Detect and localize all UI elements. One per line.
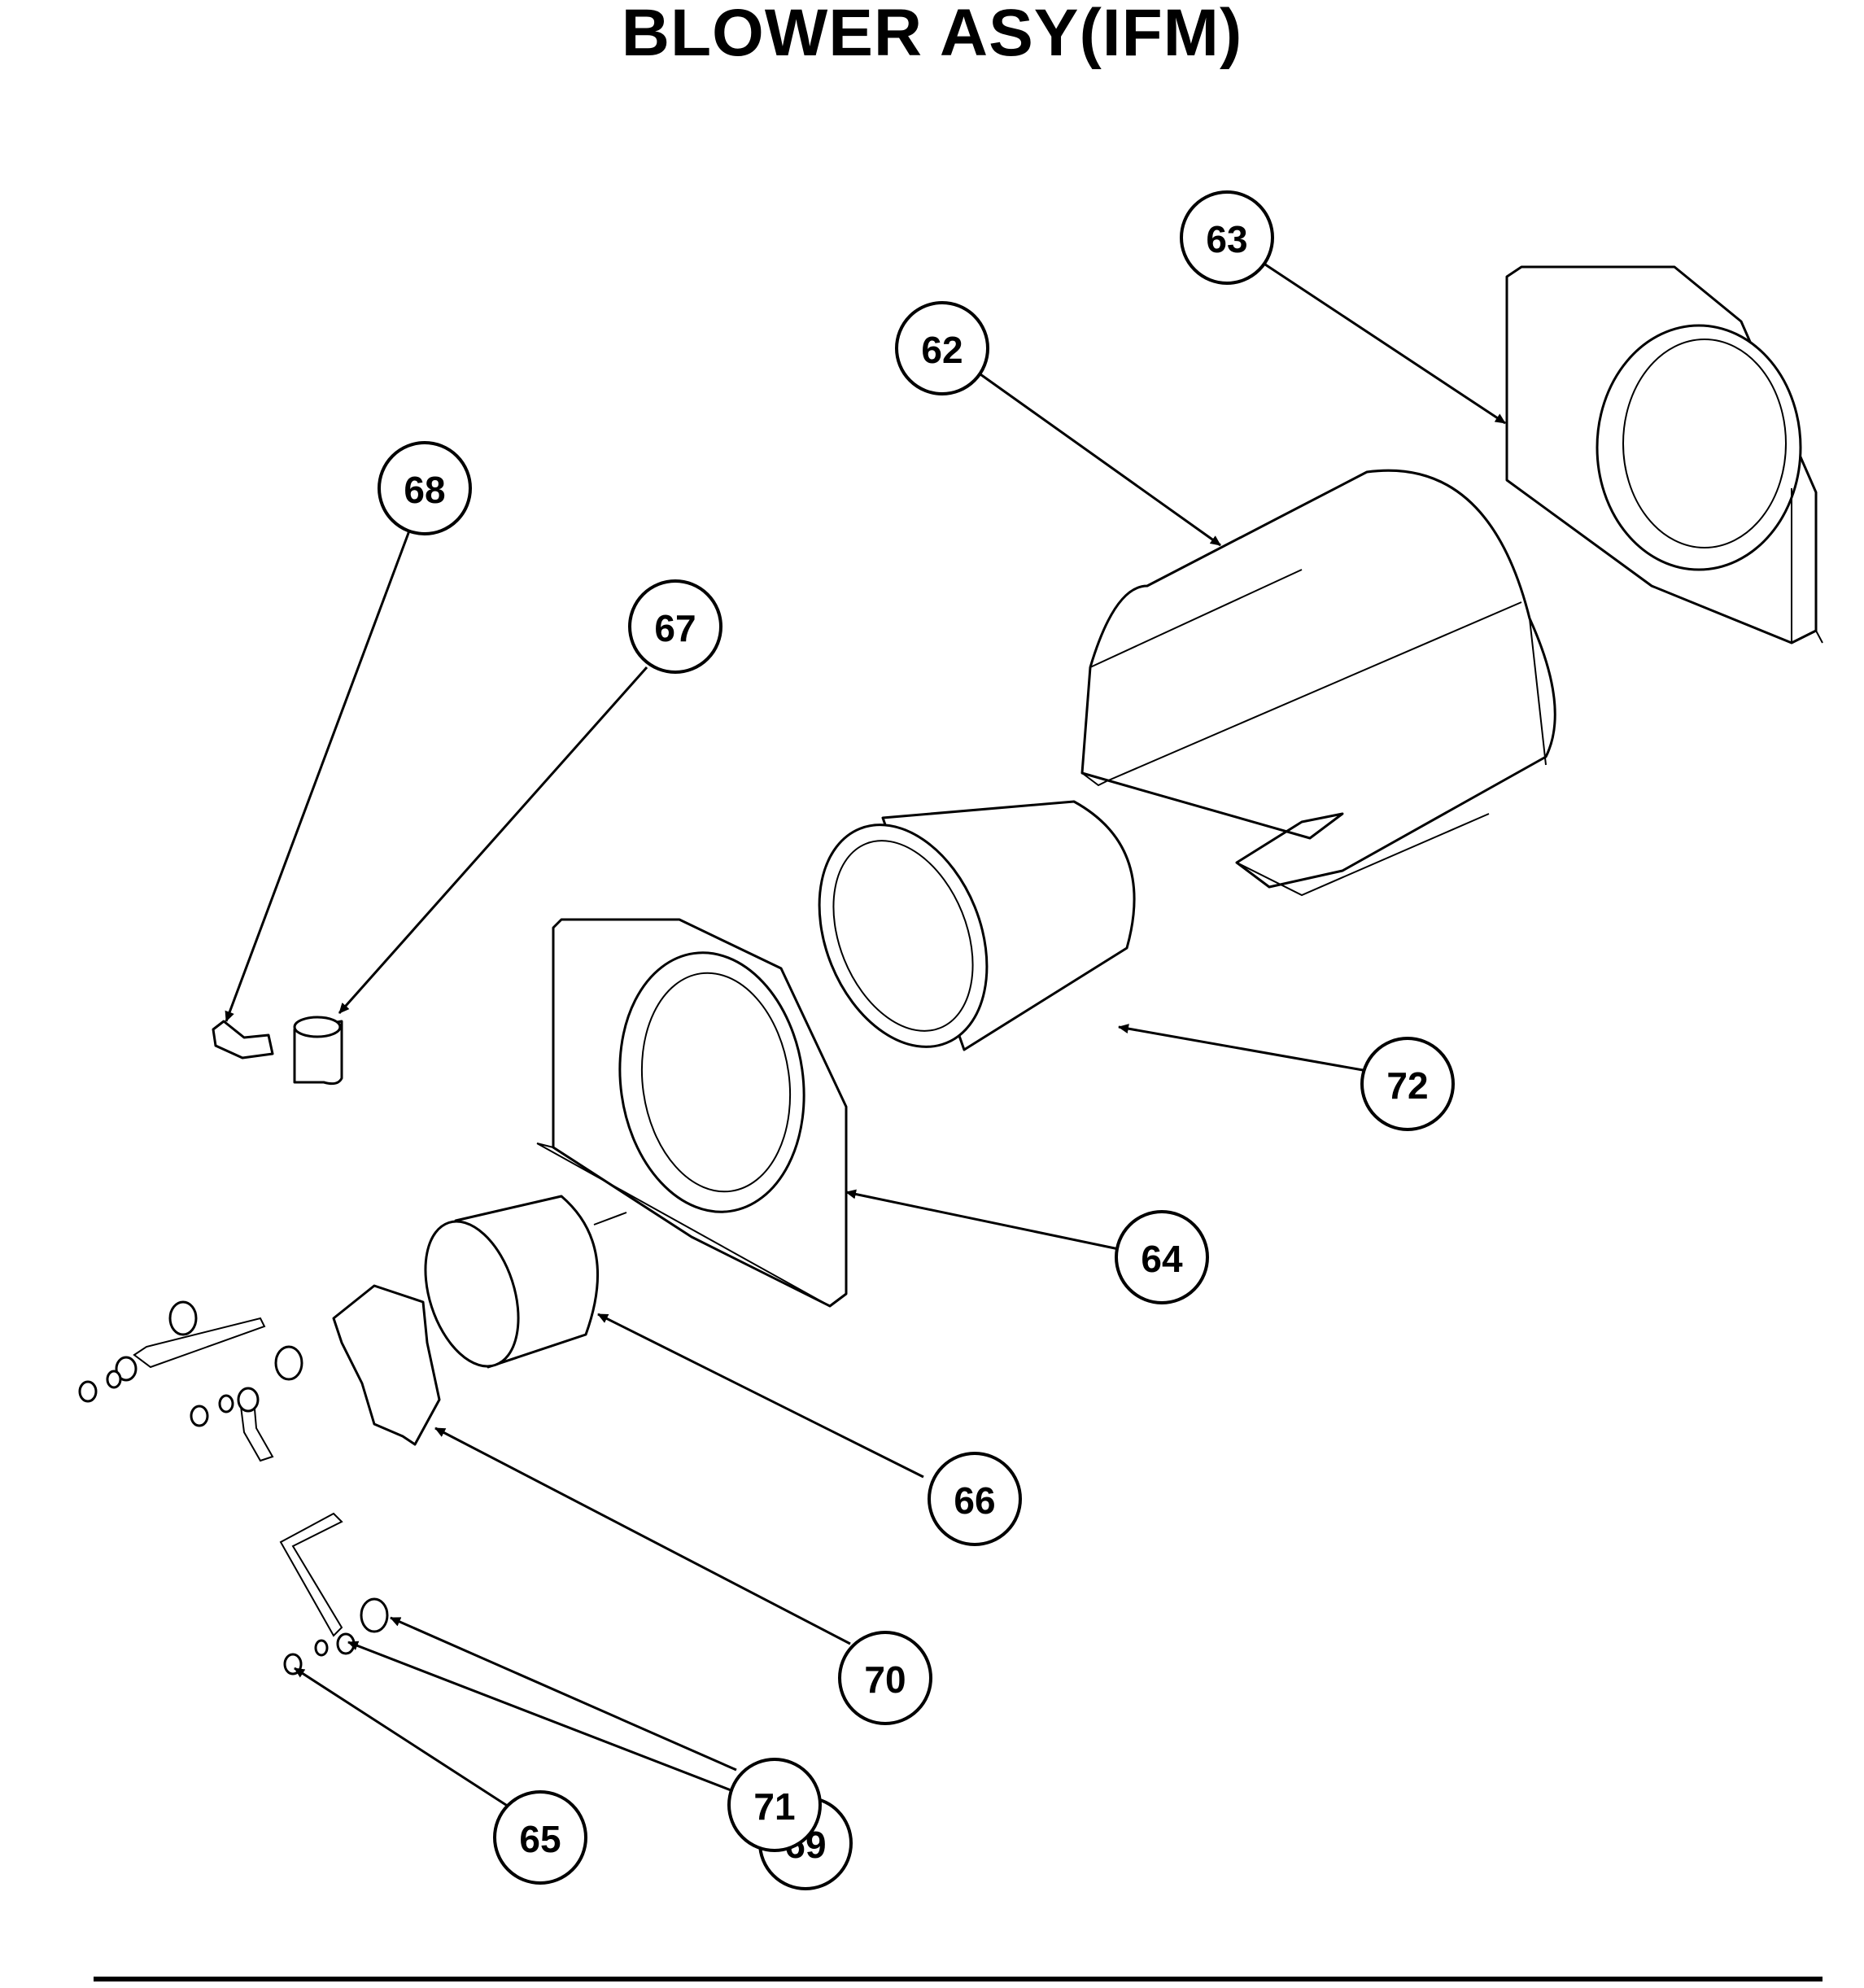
diagram-title: BLOWER ASY(IFM) [621,0,1243,70]
leader-72 [1118,1024,1364,1072]
leader-66 [597,1313,924,1479]
leader-68 [225,526,413,1022]
leader-64 [845,1189,1120,1251]
motor-mount-ring [332,1284,441,1446]
callout-70-label: 70 [864,1658,906,1701]
callout-67-label: 67 [654,607,696,649]
callout-68-label: 68 [404,469,445,511]
motor-mount-arms [78,1300,303,1462]
callout-66: 66 [928,1452,1022,1546]
callout-71-label: 71 [753,1785,795,1828]
callout-64-label: 64 [1141,1238,1183,1280]
leader-62 [980,373,1221,547]
callout-72: 72 [1360,1037,1455,1131]
callout-68: 68 [378,441,472,535]
callout-62: 62 [895,301,989,395]
callout-67: 67 [628,579,722,674]
callout-66-label: 66 [954,1479,995,1522]
screw [283,1639,329,1676]
blower-motor [424,1195,627,1369]
callout-64: 64 [1115,1210,1209,1304]
leader-69 [347,1641,774,1808]
callout-63-label: 63 [1206,218,1247,260]
capacitor-strap [212,1020,274,1060]
callout-71: 71 [727,1758,822,1852]
leader-70 [434,1427,851,1645]
blower-wheel [818,800,1136,1051]
leader-71 [390,1616,737,1772]
leader-65 [294,1667,509,1808]
callout-65-label: 65 [519,1818,561,1860]
lower-mount-arm [279,1512,389,1655]
leader-lines [225,263,1506,1808]
front-housing-side-plate [536,918,848,1308]
callout-72-label: 72 [1386,1064,1428,1107]
callout-62-label: 62 [921,329,963,371]
leader-67 [338,666,648,1014]
blower-scroll-housing [1080,469,1556,897]
leader-63 [1264,263,1506,425]
rear-housing-side-plate [1505,265,1823,644]
callout-63: 63 [1180,190,1274,285]
capacitor [293,1016,343,1086]
callout-65: 65 [493,1790,587,1885]
callout-70: 70 [838,1631,932,1725]
